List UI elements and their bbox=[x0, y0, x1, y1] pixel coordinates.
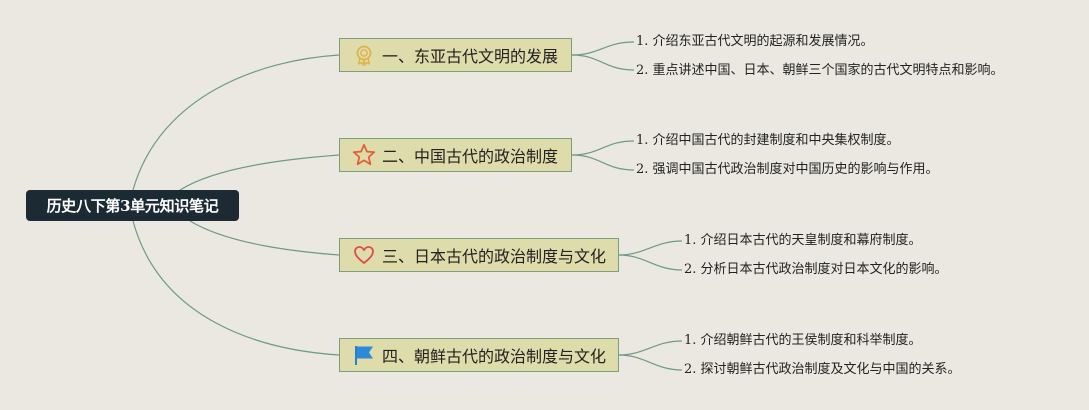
leaf-topic-1-2[interactable]: 2. 重点讲述中国、日本、朝鲜三个国家的古代文明特点和影响。 bbox=[636, 63, 1004, 78]
heart-icon bbox=[352, 243, 376, 267]
leaf-topic-2-1[interactable]: 1. 介绍中国古代的封建制度和中央集权制度。 bbox=[636, 133, 900, 148]
connector-root-branch-1 bbox=[132, 54, 340, 191]
branch-topic-4[interactable]: 四、朝鲜古代的政治制度与文化 bbox=[339, 338, 619, 372]
root-topic-label: 历史八下第3单元知识笔记 bbox=[46, 197, 219, 215]
connector-b4-leaf-2 bbox=[618, 354, 683, 371]
leaf-topic-3-2[interactable]: 2. 分析日本古代政治制度对日本文化的影响。 bbox=[684, 262, 948, 277]
connector-b3-leaf-2 bbox=[618, 254, 683, 271]
connector-b3-leaf-1 bbox=[618, 240, 683, 256]
leaf-topic-3-1[interactable]: 1. 介绍日本古代的天皇制度和幕府制度。 bbox=[684, 233, 922, 248]
branch-topic-2-label: 二、中国古代的政治制度 bbox=[382, 147, 559, 166]
connector-b2-leaf-1 bbox=[571, 140, 635, 156]
connector-b2-leaf-2 bbox=[571, 154, 635, 171]
leaf-topic-2-2[interactable]: 2. 强调中国古代政治制度对中国历史的影响与作用。 bbox=[636, 162, 939, 177]
connector-root-branch-4 bbox=[132, 220, 340, 356]
connector-b4-leaf-1 bbox=[618, 340, 683, 356]
branch-topic-3[interactable]: 三、日本古代的政治制度与文化 bbox=[339, 238, 619, 272]
leaf-topic-1-1[interactable]: 1. 介绍东亚古代文明的起源和发展情况。 bbox=[636, 34, 874, 49]
star-icon bbox=[352, 143, 376, 167]
branch-topic-2[interactable]: 二、中国古代的政治制度 bbox=[339, 138, 572, 172]
leaf-topic-4-2[interactable]: 2. 探讨朝鲜古代政治制度及文化与中国的关系。 bbox=[684, 362, 961, 377]
branch-topic-1-label: 一、东亚古代文明的发展 bbox=[382, 47, 559, 66]
award-medal-icon bbox=[352, 43, 376, 67]
leaf-topic-4-1[interactable]: 1. 介绍朝鲜古代的王侯制度和科举制度。 bbox=[684, 333, 922, 348]
connector-root-branch-3 bbox=[189, 220, 340, 256]
connector-b1-leaf-2 bbox=[571, 54, 635, 71]
flag-icon bbox=[352, 343, 376, 367]
root-topic[interactable]: 历史八下第3单元知识笔记 bbox=[26, 190, 239, 221]
branch-topic-1[interactable]: 一、东亚古代文明的发展 bbox=[339, 38, 572, 72]
connector-root-branch-2 bbox=[179, 154, 340, 191]
branch-topic-3-label: 三、日本古代的政治制度与文化 bbox=[382, 247, 607, 266]
connector-b1-leaf-1 bbox=[571, 41, 635, 56]
branch-topic-4-label: 四、朝鲜古代的政治制度与文化 bbox=[382, 347, 607, 366]
